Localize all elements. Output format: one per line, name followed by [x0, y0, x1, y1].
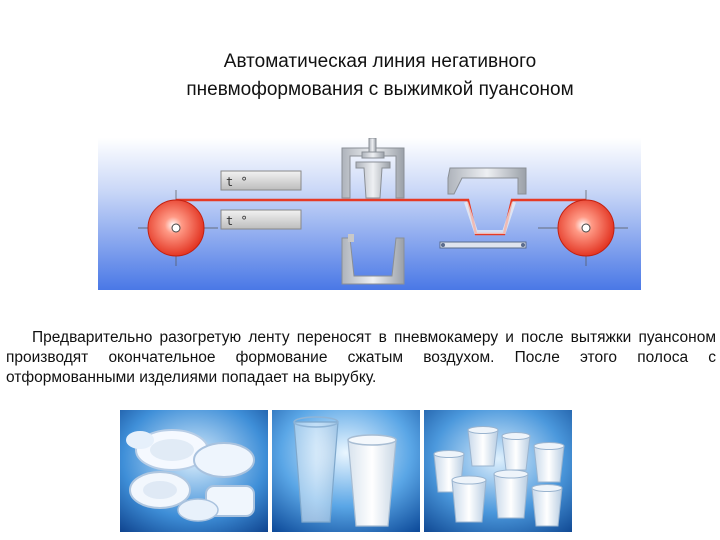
heater-bottom-label: t °	[226, 214, 248, 228]
conveyor-end-right	[521, 243, 525, 247]
photo-plates-and-containers	[120, 410, 268, 532]
conveyor-end-left	[441, 243, 445, 247]
product-photos	[120, 410, 572, 532]
title-line-1: Автоматическая линия негативного	[223, 51, 537, 72]
description-paragraph: Предварительно разогретую ленту перенося…	[6, 329, 716, 386]
heater-top	[220, 170, 302, 191]
forming-line-diagram: t ° t °	[98, 138, 641, 290]
photo-transparent-and-white-cups	[272, 410, 420, 532]
forming-mould	[341, 237, 405, 285]
formed-cup	[464, 201, 516, 234]
heater-bottom	[220, 209, 302, 230]
left-roller-hub	[171, 223, 181, 233]
title-line-2: пневмоформования с выжимкой пуансоном	[186, 79, 574, 100]
slide-title: Автоматическая линия негативного пневмоф…	[100, 48, 660, 104]
pneumatic-chamber-top	[341, 138, 405, 199]
mould-pin	[348, 234, 354, 242]
heater-top-label: t °	[226, 175, 248, 189]
conveyor-bar	[439, 241, 527, 249]
right-roller-hub	[581, 223, 591, 233]
photo-assorted-cups	[424, 410, 572, 532]
second-chamber-hood	[447, 167, 527, 195]
